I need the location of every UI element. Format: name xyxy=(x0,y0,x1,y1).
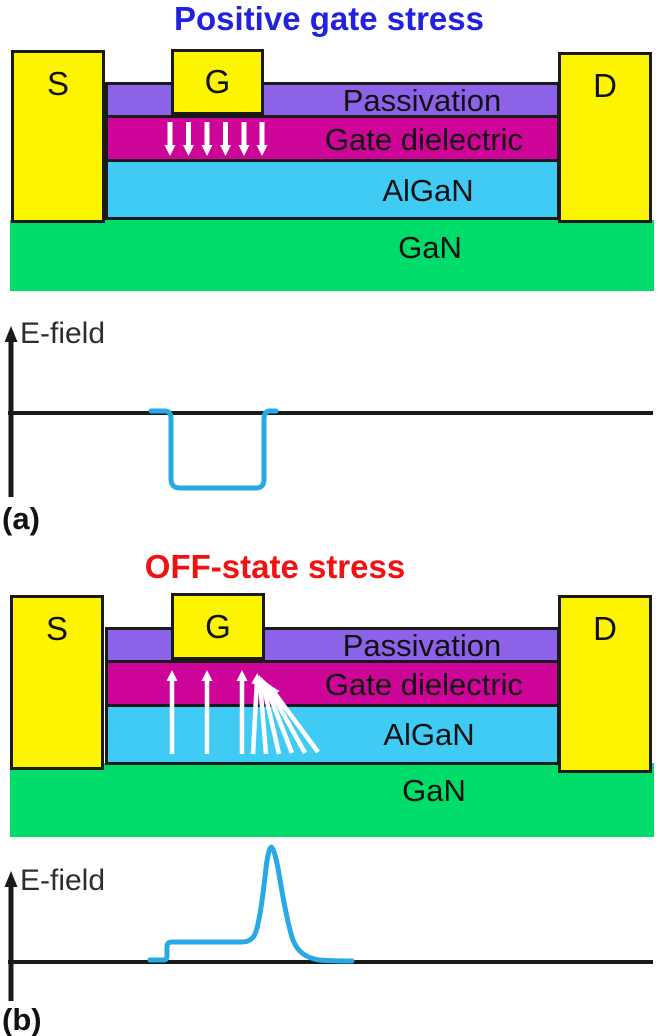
gate-electrode-b: G xyxy=(171,593,265,660)
algan-label-b: AlGaN xyxy=(383,717,475,752)
efield-axis-label-a: E-field xyxy=(20,317,106,350)
gate-electrode-a: G xyxy=(171,49,264,115)
source-electrode-b: S xyxy=(10,595,104,770)
drain-label-b: D xyxy=(593,610,617,647)
efield-curve-a xyxy=(148,408,279,491)
gan-label-a: GaN xyxy=(398,230,462,265)
drain-electrode-b: D xyxy=(558,595,652,773)
efield-axis-label-b: E-field xyxy=(20,864,106,897)
gate-dielectric-label-b: Gate dielectric xyxy=(324,667,524,702)
drain-electrode-a: D xyxy=(558,52,652,223)
source-label-b: S xyxy=(45,610,68,647)
panel-letter-b: (b) xyxy=(2,1002,42,1036)
algan-label-a: AlGaN xyxy=(382,173,474,208)
y-axis-arrowhead-a xyxy=(4,326,18,342)
efield-plot-a xyxy=(4,326,653,497)
efield-curve-b xyxy=(147,844,355,964)
algan-layer-a xyxy=(105,159,560,220)
gate-label-b: G xyxy=(205,607,231,645)
passivation-label-b: Passivation xyxy=(342,628,502,663)
gate-label-a: G xyxy=(204,63,231,100)
panel-b-title: OFF-state stress xyxy=(144,548,406,585)
panel-letter-a: (a) xyxy=(2,501,40,536)
drain-label-a: D xyxy=(593,67,617,104)
gan-substrate-a xyxy=(10,220,654,291)
passivation-label-a: Passivation xyxy=(342,83,502,118)
panel-a-title: Positive gate stress xyxy=(174,0,484,37)
gate-dielectric-label-a: Gate dielectric xyxy=(324,122,524,157)
gan-substrate-b xyxy=(10,763,654,837)
algan-layer-b xyxy=(105,704,560,765)
source-label-a: S xyxy=(46,65,69,102)
y-axis-arrowhead-b xyxy=(4,871,18,887)
source-electrode-a: S xyxy=(11,50,105,223)
gan-label-b: GaN xyxy=(402,773,466,808)
